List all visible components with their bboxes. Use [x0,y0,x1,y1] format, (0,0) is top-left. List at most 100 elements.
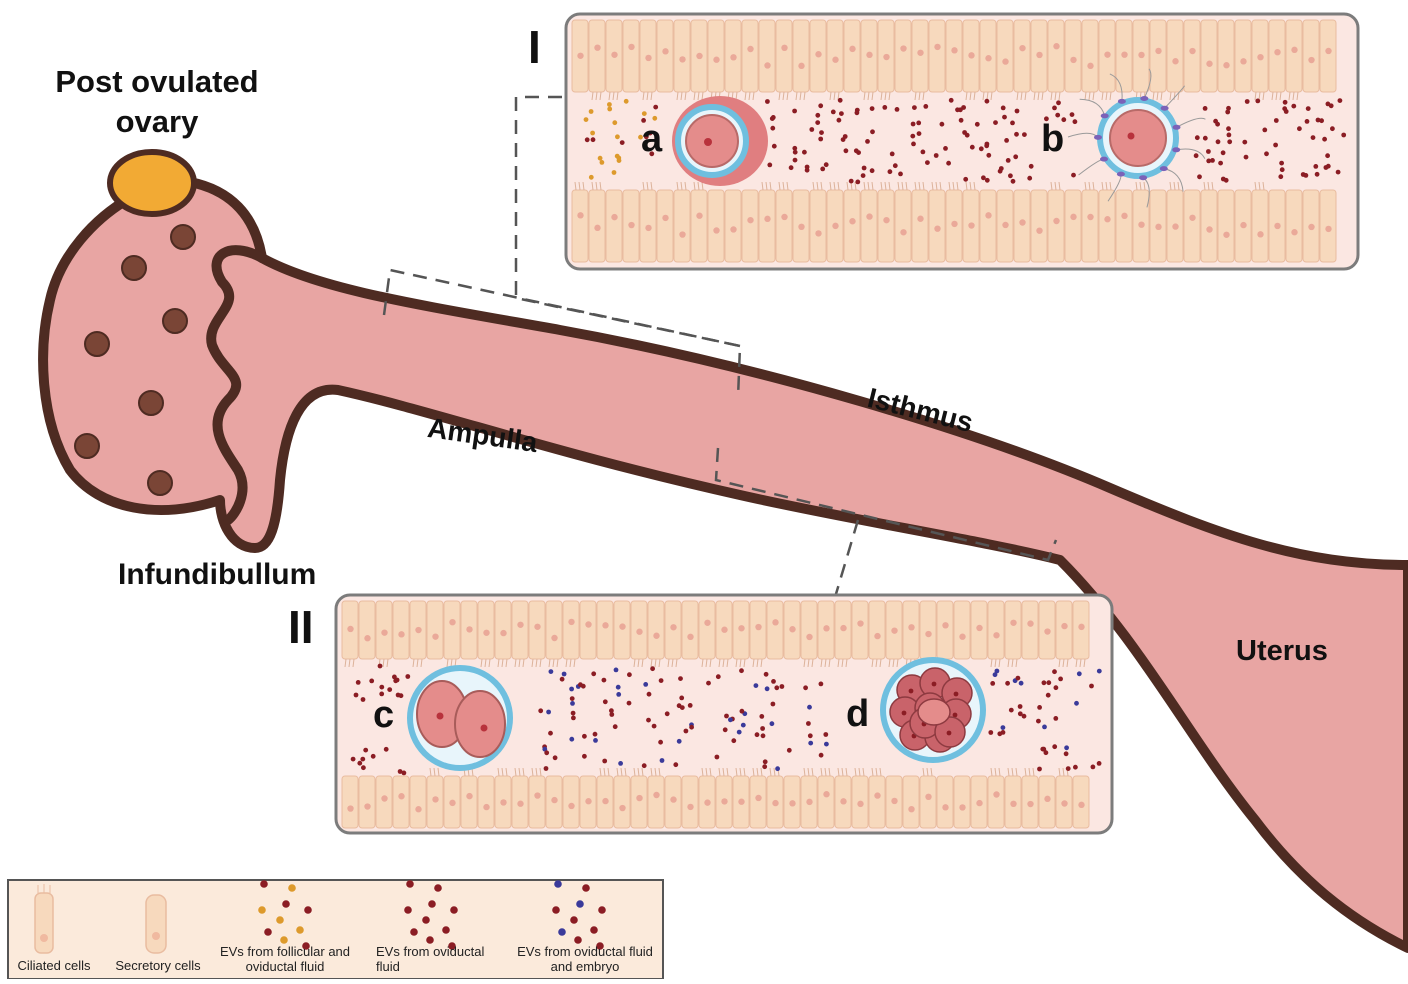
cell-nucleus [1002,222,1008,228]
extracellular-vesicle [546,710,551,715]
cell-nucleus [534,624,540,630]
epithelial-cell [878,190,894,262]
extracellular-vesicle [361,697,366,702]
cell-nucleus [1044,796,1050,802]
cell-nucleus [432,796,438,802]
cell-nucleus [1053,218,1059,224]
extracellular-vesicle [831,110,836,115]
extracellular-vesicle [805,168,810,173]
extracellular-vesicle [593,732,598,737]
extracellular-vesicle [607,102,612,107]
extracellular-vesicle [819,682,824,687]
epithelial-cell [606,190,622,262]
morula-cell-nucleus [932,682,937,687]
extracellular-vesicle [384,747,389,752]
cell-nucleus [1172,223,1178,229]
extracellular-vesicle [771,115,776,120]
stage-c-label: c [373,694,394,737]
extracellular-vesicle [360,757,365,762]
extracellular-vesicle [569,687,574,692]
cell-nucleus [636,629,642,635]
extracellular-vesicle [1283,100,1288,105]
legend-ev-dot [260,880,268,888]
extracellular-vesicle [803,685,808,690]
extracellular-vesicle [923,104,928,109]
follicle [139,391,163,415]
extracellular-vesicle [653,105,658,110]
epithelial-cell [997,20,1013,92]
legend-ev-dot [582,884,590,892]
epithelial-cell [1116,190,1132,262]
extracellular-vesicle [807,705,812,710]
extracellular-vesicle [767,163,772,168]
extracellular-vesicle [808,741,813,746]
extracellular-vesicle [620,140,625,145]
cell-nucleus [738,625,744,631]
legend-ev-embryo-label: EVs from oviductal fluid and embryo [514,944,656,974]
extracellular-vesicle [855,180,860,185]
legend-ev-dot [558,928,566,936]
extracellular-vesicle [1282,106,1287,111]
extracellular-vesicle [917,131,922,136]
epithelial-cell [1082,190,1098,262]
cell-nucleus [704,799,710,805]
cell-nucleus [466,626,472,632]
legend-ev-follicular-label: EVs from follicular and oviductal fluid [212,944,358,974]
extracellular-vesicle [806,721,811,726]
epithelial-cell [920,601,936,659]
extracellular-vesicle [870,168,875,173]
extracellular-vesicle [600,160,605,165]
stage-b-label: b [1041,118,1064,161]
epithelial-cell [776,190,792,262]
extracellular-vesicle [624,99,629,104]
epithelial-cell [1184,20,1200,92]
extracellular-vesicle [658,740,663,745]
cell-nucleus [900,45,906,51]
epithelial-cell [818,776,834,828]
legend-ev-dot [276,916,284,924]
epithelial-cell [1303,20,1319,92]
extracellular-vesicle [870,106,875,111]
extracellular-vesicle [405,674,410,679]
extracellular-vesicle [1280,167,1285,172]
epithelial-cell [631,776,647,828]
cell-nucleus [891,627,897,633]
epithelial-cell [589,20,605,92]
sperm-head [1117,172,1125,177]
extracellular-vesicle [1073,765,1078,770]
extracellular-vesicle [988,730,993,735]
extracellular-vesicle [570,696,575,701]
extracellular-vesicle [1070,112,1075,117]
epithelial-cell [461,776,477,828]
morula-center-cell [918,699,950,725]
extracellular-vesicle [1014,132,1019,137]
oocyte-b-cell [1110,110,1166,166]
legend-ciliated-cell-icon [35,884,53,953]
extracellular-vesicle [598,156,603,161]
cell-nucleus [449,800,455,806]
cell-nucleus [594,44,600,50]
extracellular-vesicle [1242,140,1247,145]
cell-nucleus [602,798,608,804]
epithelial-cell [937,601,953,659]
epithelial-cell [1184,190,1200,262]
epithelial-cell [657,20,673,92]
extracellular-vesicle [916,121,921,126]
epithelial-cell [674,20,690,92]
extracellular-vesicle [1042,680,1047,685]
extracellular-vesicle [1036,719,1041,724]
epithelial-cell [597,601,613,659]
cell-nucleus [772,800,778,806]
sperm-head [1101,113,1109,118]
cell-nucleus [1104,216,1110,222]
epithelial-cell [1320,20,1336,92]
extracellular-vesicle [837,118,842,123]
extracellular-vesicle [548,731,553,736]
cell-nucleus [1325,48,1331,54]
cell-nucleus [1240,222,1246,228]
panel-II-label: II [288,600,314,654]
legend-ev-dot [282,900,290,908]
epithelial-cell [614,601,630,659]
legend-ciliated-label: Ciliated cells [6,958,102,973]
extracellular-vesicle [771,702,776,707]
